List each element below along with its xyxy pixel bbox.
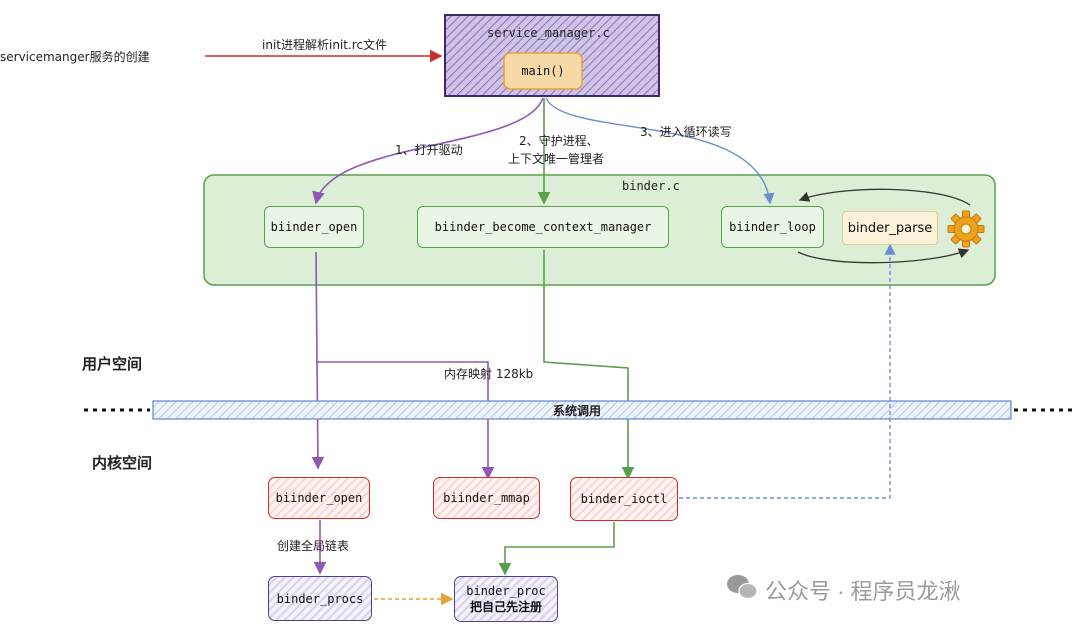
step3-label: 3、进入循环读写 bbox=[640, 125, 732, 139]
loop-cycle-bottom bbox=[797, 248, 970, 264]
binder-procs-box: binder_procs bbox=[268, 576, 372, 621]
ioctl-parse-feedback bbox=[679, 243, 896, 499]
wechat-icon bbox=[727, 575, 758, 600]
mmap-line bbox=[316, 361, 495, 480]
watermark: 公众号 · 程序员龙湫 bbox=[765, 579, 961, 604]
main-label: main() bbox=[521, 64, 565, 78]
step2-label-line1: 2、守护进程、 bbox=[519, 134, 599, 148]
main-box bbox=[503, 52, 583, 90]
loop-cycle-top bbox=[798, 188, 971, 206]
kernel-binder-ioctl: binder_ioctl bbox=[570, 477, 678, 521]
binder-c-title: binder.c bbox=[622, 179, 680, 193]
kernel-space-label: 内核空间 bbox=[92, 455, 153, 472]
init-label: init进程解析init.rc文件 bbox=[262, 38, 388, 52]
loop-arrow bbox=[545, 97, 775, 205]
user-space-label: 用户空间 bbox=[82, 356, 143, 373]
gear-icon bbox=[947, 210, 985, 248]
side-label: servicemanger服务的创建 bbox=[0, 50, 150, 64]
kernel-binder-open: biinder_open bbox=[268, 477, 370, 519]
service-manager-title: service_manager.c bbox=[487, 26, 610, 40]
syscall-label: 系统调用 bbox=[553, 404, 602, 418]
step1-label: 1、打开驱动 bbox=[395, 143, 463, 157]
binder-proc-subtitle: 把自己先注册 bbox=[469, 599, 542, 614]
step2-label-line2: 上下文唯一管理者 bbox=[508, 152, 605, 166]
create-list-label: 创建全局链表 bbox=[277, 539, 350, 553]
become-down-line bbox=[543, 250, 635, 480]
ioctl-to-proc-arrow bbox=[498, 522, 615, 576]
syscall-band bbox=[152, 400, 1012, 420]
user-binder-become-context-manager: biinder_become_context_manager bbox=[417, 206, 669, 248]
open-driver-arrow bbox=[312, 97, 544, 205]
kernel-binder-mmap: biinder_mmap bbox=[433, 477, 540, 519]
binder-parse-box: binder_parse bbox=[842, 211, 938, 245]
user-binder-open: biinder_open bbox=[264, 206, 364, 248]
binder-proc-box: binder_proc 把自己先注册 bbox=[454, 576, 558, 622]
open-down-line bbox=[311, 251, 325, 470]
user-binder-loop: biinder_loop bbox=[721, 206, 824, 248]
mmap-label: 内存映射 128kb bbox=[444, 367, 534, 381]
binder-proc-title: binder_proc bbox=[466, 583, 546, 598]
